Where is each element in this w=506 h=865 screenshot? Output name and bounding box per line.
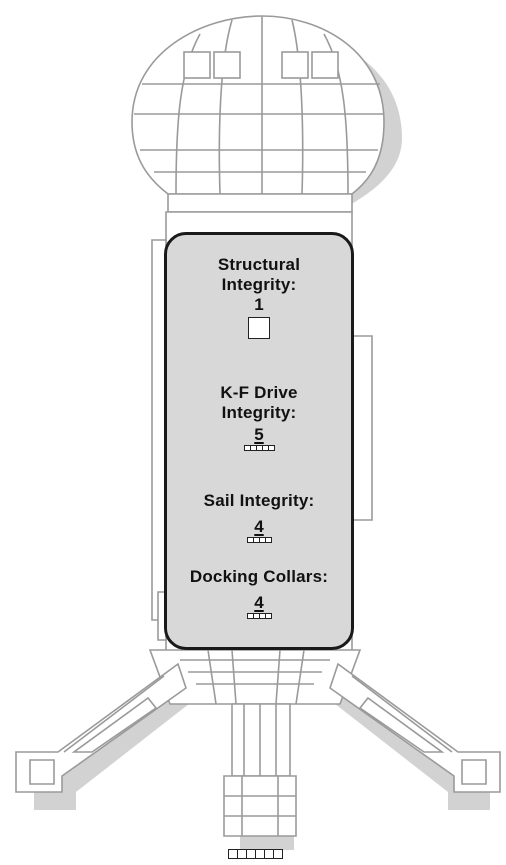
right-leg: [329, 662, 501, 793]
sail-integrity-block: Sail Integrity: 4: [167, 491, 351, 543]
structural-integrity-checkbox[interactable]: [248, 317, 270, 339]
kf-drive-integrity-label: K-F Drive Integrity:: [167, 383, 351, 423]
docking-collars-block: Docking Collars: 4: [167, 567, 351, 619]
left-leg: [15, 662, 187, 793]
damage-box[interactable]: [264, 613, 272, 619]
kf-label-line1: K-F Drive: [220, 383, 298, 402]
sail-damage-track: [167, 537, 351, 543]
damage-box[interactable]: [273, 849, 283, 859]
bottom-damage-track: [228, 849, 283, 859]
lower-pod: [223, 775, 297, 837]
stem: [231, 703, 291, 777]
structural-integrity-value: 1: [254, 295, 264, 314]
docking-collars-damage-track: [167, 613, 351, 619]
structural-integrity-label: Structural Integrity:: [167, 255, 351, 295]
integrity-panel: Structural Integrity: 1 K-F Drive Integr…: [164, 232, 354, 650]
docking-collars-value: 4: [254, 593, 264, 612]
sail-integrity-label: Sail Integrity:: [203, 491, 315, 510]
sail-integrity-value: 4: [254, 517, 264, 536]
structural-label-line1: Structural: [217, 255, 301, 274]
kf-drive-integrity-value: 5: [254, 425, 264, 444]
kf-label-line2: Integrity:: [221, 403, 297, 422]
structural-label-line2: Integrity:: [221, 275, 297, 294]
docking-collars-label: Docking Collars:: [189, 567, 329, 586]
damage-box[interactable]: [267, 445, 275, 451]
dome: [131, 15, 385, 195]
kf-drive-damage-track: [167, 445, 351, 451]
damage-box[interactable]: [264, 537, 272, 543]
kf-drive-integrity-block: K-F Drive Integrity: 5: [167, 383, 351, 451]
structural-integrity-block: Structural Integrity: 1: [167, 255, 351, 339]
